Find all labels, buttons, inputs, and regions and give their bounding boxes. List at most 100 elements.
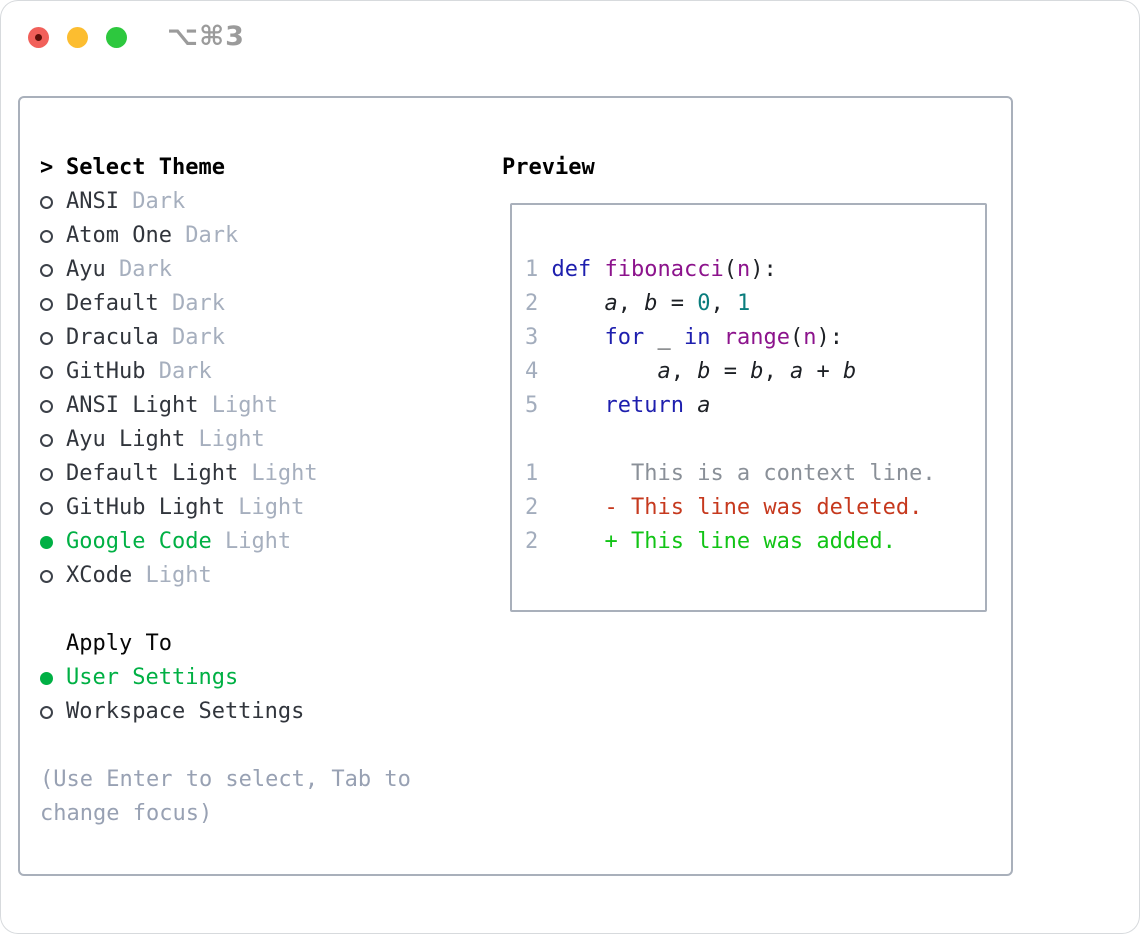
theme-variant: Light [211, 529, 292, 554]
token-function: fibonacci [604, 257, 724, 282]
theme-item[interactable]: Default Dark [40, 287, 480, 321]
marker-column [40, 229, 66, 243]
code-line: 1 def fibonacci(n): [525, 253, 985, 287]
theme-name: GitHub Light [66, 495, 225, 520]
apply-to-option-label: Workspace Settings [66, 699, 305, 724]
theme-item[interactable]: Default Light Light [40, 457, 480, 491]
radio-icon [40, 399, 53, 413]
theme-name: XCode [66, 563, 133, 588]
theme-name: GitHub [66, 359, 146, 384]
marker-column [40, 263, 66, 277]
line-number: 5 [525, 393, 539, 418]
spacer [40, 593, 480, 627]
theme-item[interactable]: GitHub Light Light [40, 491, 480, 525]
theme-variant: Light [185, 427, 265, 452]
apply-to-option[interactable]: User Settings [40, 661, 480, 695]
theme-item[interactable]: ANSI Light Light [40, 389, 480, 423]
theme-item[interactable]: GitHub Dark [40, 355, 480, 389]
theme-item-label: ANSI Light Light [66, 389, 278, 423]
token-plain [710, 325, 723, 350]
marker-column [40, 501, 66, 515]
zoom-button[interactable] [106, 27, 127, 48]
theme-name: Ayu Light [66, 427, 186, 452]
token-keyword: return [604, 393, 684, 418]
token-variable: a [604, 291, 618, 316]
window-title: ⌥⌘3 [167, 21, 245, 52]
theme-item-label: Google Code Light [66, 525, 291, 559]
token-plain [552, 291, 605, 316]
token-added: + This line was added. [551, 529, 896, 554]
radio-icon [40, 297, 53, 311]
radio-selected-icon [40, 535, 53, 549]
theme-item[interactable]: Dracula Dark [40, 321, 480, 355]
token-plain: = [710, 359, 751, 384]
code-line: 2 + This line was added. [525, 525, 985, 559]
marker-column: > [40, 151, 66, 185]
theme-item[interactable]: Google Code Light [40, 525, 480, 559]
marker-column [40, 331, 66, 345]
token-plain: = [657, 291, 698, 316]
code-line: 1 This is a context line. [525, 457, 985, 491]
theme-variant: Dark [105, 257, 172, 282]
theme-name: Default [66, 291, 159, 316]
radio-icon [40, 501, 53, 515]
theme-item[interactable]: Atom One Dark [40, 219, 480, 253]
token-plain: , [670, 359, 698, 384]
marker-column [40, 705, 66, 719]
line-number: 2 [525, 495, 539, 520]
theme-item-label: XCode Light [66, 559, 212, 593]
token-plain: ): [816, 325, 843, 350]
theme-variant: Dark [158, 291, 225, 316]
theme-item-label: Default Light Light [66, 457, 318, 491]
marker-column [40, 467, 66, 481]
line-number: 1 [525, 461, 539, 486]
theme-item[interactable]: Ayu Dark [40, 253, 480, 287]
marker-column [40, 297, 66, 311]
marker-column [40, 569, 66, 583]
apply-to-header: Apply To [40, 627, 480, 661]
token-function: range [723, 325, 790, 350]
radio-icon [40, 705, 53, 719]
line-number: 4 [525, 359, 539, 384]
radio-icon [40, 229, 53, 243]
code-line [525, 423, 985, 457]
theme-variant: Light [132, 563, 212, 588]
theme-variant: Light [224, 495, 305, 520]
hint-text-line2: change focus) [40, 801, 213, 826]
code-line: 4 a, b = b, a + b [525, 355, 985, 389]
theme-name: Default Light [66, 461, 239, 486]
token-plain: ): [750, 257, 777, 282]
theme-item[interactable]: ANSI Dark [40, 185, 480, 219]
theme-name: ANSI Light [66, 393, 199, 418]
theme-variant: Dark [145, 359, 212, 384]
token-deleted: - This line was deleted. [551, 495, 923, 520]
preview-heading: Preview [502, 155, 595, 180]
token-variable: b [842, 359, 857, 384]
theme-item[interactable]: XCode Light [40, 559, 480, 593]
marker-column [40, 365, 66, 379]
apply-to-title: Apply To [66, 631, 172, 656]
theme-item[interactable]: Ayu Light Light [40, 423, 480, 457]
minimize-button[interactable] [67, 27, 88, 48]
close-button[interactable] [28, 27, 49, 48]
theme-item-label: Dracula Dark [66, 321, 225, 355]
radio-icon [40, 433, 53, 447]
token-literal: 1 [736, 291, 751, 316]
marker-column [40, 399, 66, 413]
line-number: 2 [525, 529, 539, 554]
token-plain [552, 325, 605, 350]
apply-to-option[interactable]: Workspace Settings [40, 695, 480, 729]
theme-variant: Dark [171, 223, 239, 248]
theme-name: Dracula [66, 325, 159, 350]
titlebar: ⌥⌘3 [0, 0, 1140, 75]
theme-variant: Dark [158, 325, 225, 350]
code-line: 2 - This line was deleted. [525, 491, 985, 525]
marker-column [40, 433, 66, 447]
theme-item-label: Ayu Light Light [66, 423, 265, 457]
token-variable: b [750, 359, 764, 384]
radio-selected-icon [40, 671, 53, 685]
